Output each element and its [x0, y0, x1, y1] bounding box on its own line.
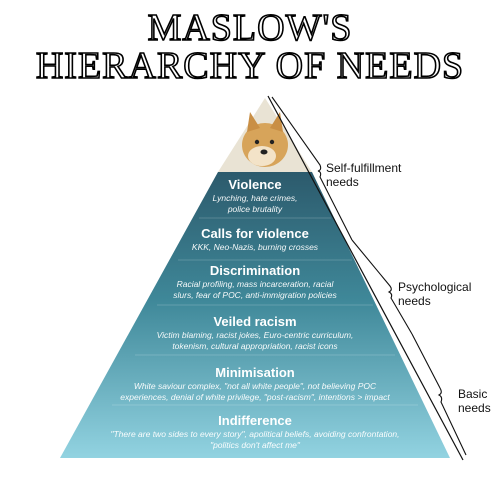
level-heading: Veiled racism	[213, 314, 297, 329]
top-image	[218, 98, 312, 172]
level-heading: Minimisation	[215, 365, 295, 380]
level-heading: Discrimination	[209, 263, 301, 278]
level-discrimination: Discrimination Racial profiling, mass in…	[60, 263, 450, 301]
level-heading: Calls for violence	[201, 226, 309, 241]
level-calls-for-violence: Calls for violence KKK, Neo-Nazis, burni…	[60, 226, 450, 253]
level-violence: Violence Lynching, hate crimes, police b…	[60, 177, 450, 215]
label-line: Self-fulfillment	[326, 161, 402, 175]
label-line: needs	[326, 175, 359, 189]
level-desc: Lynching, hate crimes,	[212, 193, 298, 203]
level-desc: "There are two sides to every story", ap…	[110, 429, 400, 439]
level-desc: Victim blaming, racist jokes, Euro-centr…	[156, 330, 354, 340]
pyramid-body	[60, 172, 450, 458]
level-heading: Violence	[228, 177, 282, 192]
label-line: needs	[458, 401, 491, 415]
doge-dog-icon	[218, 98, 312, 172]
level-desc: "politics don't affect me"	[210, 440, 300, 450]
label-line: Basic	[458, 387, 488, 401]
label-self-fulfillment: Self-fulfillment needs	[326, 161, 401, 189]
title-line-1: MASLOW'S	[147, 7, 353, 49]
label-basic: Basic needs	[458, 387, 491, 415]
label-psychological: Psychological needs	[398, 280, 471, 308]
level-heading: Indifference	[218, 413, 292, 428]
label-line: needs	[398, 294, 431, 308]
level-minimisation: Minimisation White saviour complex, "not…	[60, 365, 450, 403]
level-desc: White saviour complex, "not all white pe…	[133, 381, 377, 391]
level-indifference: Indifference "There are two sides to eve…	[60, 413, 450, 451]
bracket-lines	[271, 96, 467, 456]
title-line-2: HIERARCHY OF NEEDS	[35, 45, 465, 87]
level-desc: Racial profiling, mass incarceration, ra…	[176, 279, 334, 289]
level-desc: slurs, fear of POC, anti-immigration pol…	[173, 290, 337, 300]
level-desc: tokenism, cultural appropriation, racist…	[172, 341, 338, 351]
level-desc: experiences, denial of white privilege, …	[120, 392, 390, 402]
level-veiled-racism: Veiled racism Victim blaming, racist jok…	[60, 314, 450, 352]
label-line: Psychological	[398, 280, 472, 294]
level-desc: KKK, Neo-Nazis, burning crosses	[191, 242, 319, 252]
level-desc: police brutality	[227, 204, 283, 214]
